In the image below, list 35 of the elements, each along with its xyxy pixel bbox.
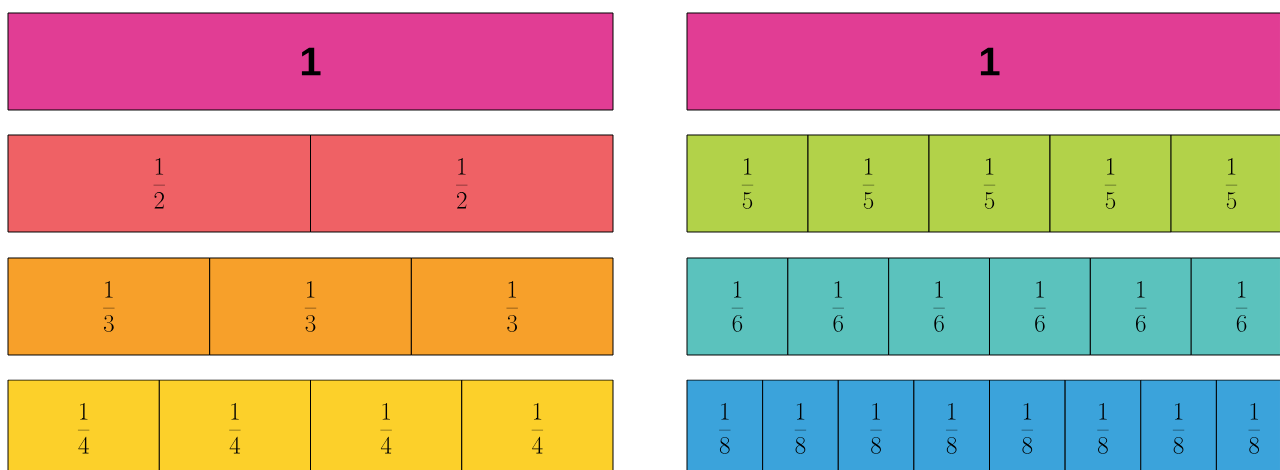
whole-bar: 1 bbox=[686, 12, 1280, 111]
fraction-cell: $\frac{1}{8}$ bbox=[913, 379, 990, 470]
fraction-cell: $\frac{1}{3}$ bbox=[209, 257, 412, 356]
fraction-cell: $\frac{1}{8}$ bbox=[1140, 379, 1217, 470]
fraction-cell: $\frac{1}{4}$ bbox=[158, 379, 311, 470]
fraction-cell: $\frac{1}{2}$ bbox=[7, 134, 311, 233]
fraction-cell: $\frac{1}{8}$ bbox=[686, 379, 764, 470]
fraction-cell: $\frac{1}{3}$ bbox=[410, 257, 614, 356]
fraction-cell: $\frac{1}{8}$ bbox=[837, 379, 915, 470]
fraction-cell: $\frac{1}{5}$ bbox=[928, 134, 1051, 233]
fraction-cell: $\frac{1}{8}$ bbox=[762, 379, 839, 470]
fraction-cell: $\frac{1}{4}$ bbox=[7, 379, 160, 470]
fraction-cell: $\frac{1}{2}$ bbox=[310, 134, 614, 233]
fraction-cell: $\frac{1}{6}$ bbox=[686, 257, 789, 356]
fraction-cell: $\frac{1}{6}$ bbox=[1089, 257, 1192, 356]
fraction-cell: $\frac{1}{5}$ bbox=[807, 134, 930, 233]
node-label: $\frac{1}{8}$ bbox=[870, 403, 882, 454]
fraction-cell: $\frac{1}{8}$ bbox=[989, 379, 1066, 470]
fraction-cell: $\frac{1}{3}$ bbox=[7, 257, 211, 356]
fraction-cell: $\frac{1}{5}$ bbox=[1170, 134, 1280, 233]
node-label: $\frac{1}{4}$ bbox=[380, 403, 392, 454]
fraction-cell: $\frac{1}{6}$ bbox=[888, 257, 990, 356]
fraction-cell: $\frac{1}{5}$ bbox=[1049, 134, 1172, 233]
fraction-cell: $\frac{1}{5}$ bbox=[686, 134, 809, 233]
fraction-cell: $\frac{1}{6}$ bbox=[989, 257, 1091, 356]
whole-bar: 1 bbox=[7, 12, 614, 111]
fraction-cell: $\frac{1}{8}$ bbox=[1215, 379, 1280, 470]
fraction-cell: $\frac{1}{6}$ bbox=[1190, 257, 1280, 356]
node-label: $\frac{1}{8}$ bbox=[945, 403, 958, 454]
fraction-cell: $\frac{1}{4}$ bbox=[310, 379, 463, 470]
fraction-cell: $\frac{1}{8}$ bbox=[1064, 379, 1142, 470]
fraction-cell: $\frac{1}{4}$ bbox=[461, 379, 614, 470]
node-label: $\frac{1}{8}$ bbox=[719, 403, 731, 454]
node-label: $\frac{1}{8}$ bbox=[1097, 403, 1109, 454]
fraction-cell: $\frac{1}{6}$ bbox=[787, 257, 890, 356]
